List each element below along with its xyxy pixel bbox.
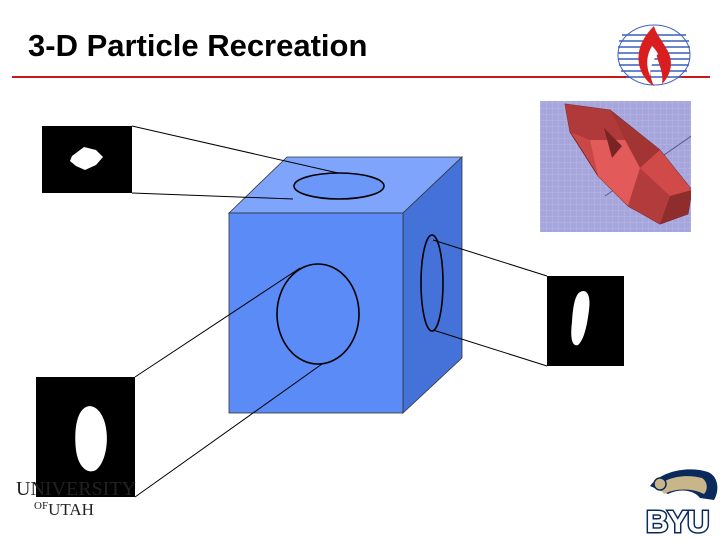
university-of-utah-logo: UNIVERSITY OFUTAH xyxy=(16,478,136,526)
byu-logo-text: BYU xyxy=(644,503,710,540)
projection-lines xyxy=(131,125,548,498)
front-projection-ellipse xyxy=(276,263,360,365)
particle-render-image xyxy=(540,101,691,232)
slide-title: 3-D Particle Recreation xyxy=(28,28,368,63)
flame-logo-icon xyxy=(617,24,691,86)
top-projection-ellipse xyxy=(293,172,385,200)
title-rule xyxy=(12,76,710,78)
top-view-image xyxy=(42,126,132,193)
side-projection-ellipse xyxy=(420,234,444,332)
uu-logo-line1: UNIVERSITY xyxy=(16,478,136,500)
front-view-image xyxy=(36,377,135,497)
cube-front-face xyxy=(228,212,404,414)
byu-cougar-icon xyxy=(650,469,718,500)
uu-logo-line2: OFUTAH xyxy=(34,500,94,520)
side-view-image xyxy=(547,276,624,366)
byu-logo: BYU xyxy=(640,468,720,540)
uu-logo-utah: UTAH xyxy=(48,500,94,519)
uu-logo-of: OF xyxy=(34,500,49,512)
cube xyxy=(228,156,464,414)
